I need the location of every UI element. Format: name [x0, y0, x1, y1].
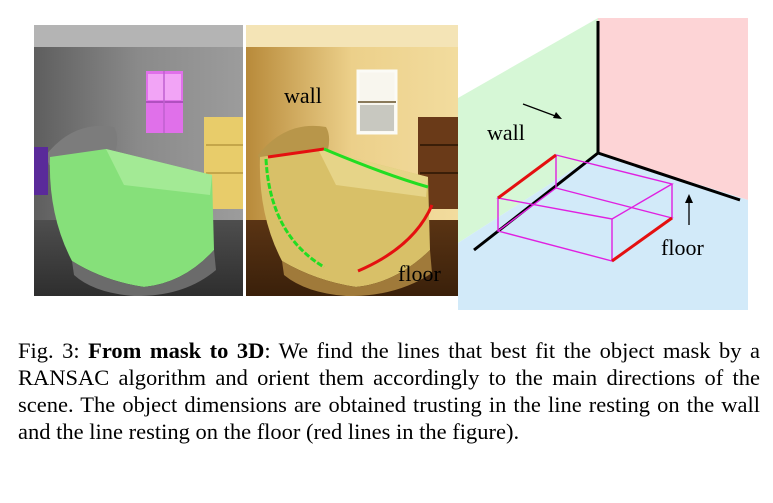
floor-label-middle: floor: [398, 261, 441, 286]
mask-photo: [34, 25, 243, 296]
figure-caption: Fig. 3: From mask to 3D: We find the lin…: [18, 337, 760, 445]
red-line-floor: [611, 216, 673, 263]
figure: wall floor wall: [34, 18, 748, 310]
floor-plane: [458, 153, 748, 310]
green-fit-line-left: [264, 158, 325, 269]
floor-wall-edge-right: [597, 151, 741, 202]
wall-arrow: [522, 103, 559, 118]
wall-label-right: wall: [487, 120, 525, 145]
floor-label-right: floor: [661, 235, 704, 260]
floor-arrow-head: [685, 194, 693, 203]
red-line-wall: [497, 153, 557, 200]
caption-prefix: Fig. 3:: [18, 338, 89, 363]
red-fit-line-floor: [357, 204, 434, 273]
color-ceiling: [246, 25, 458, 47]
green-fit-line-top: [323, 147, 429, 189]
caption-body: : We find the lines that best fit the ob…: [18, 338, 760, 444]
gray-ceiling: [34, 25, 243, 47]
red-fit-line-wall: [267, 147, 325, 159]
mask-photo-panel: [34, 25, 243, 296]
3d-diagram: [458, 18, 748, 310]
back-wall-plane: [458, 18, 598, 243]
3d-diagram-panel: wall floor: [458, 18, 748, 310]
floor-wall-edge-left: [473, 151, 599, 252]
lines-photo: [246, 25, 458, 296]
side-wall-plane: [598, 18, 748, 200]
wall-arrow-head: [553, 112, 562, 119]
lines-photo-panel: wall floor: [246, 25, 458, 296]
caption-title: From mask to 3D: [88, 338, 265, 363]
wall-label-middle: wall: [284, 83, 322, 108]
